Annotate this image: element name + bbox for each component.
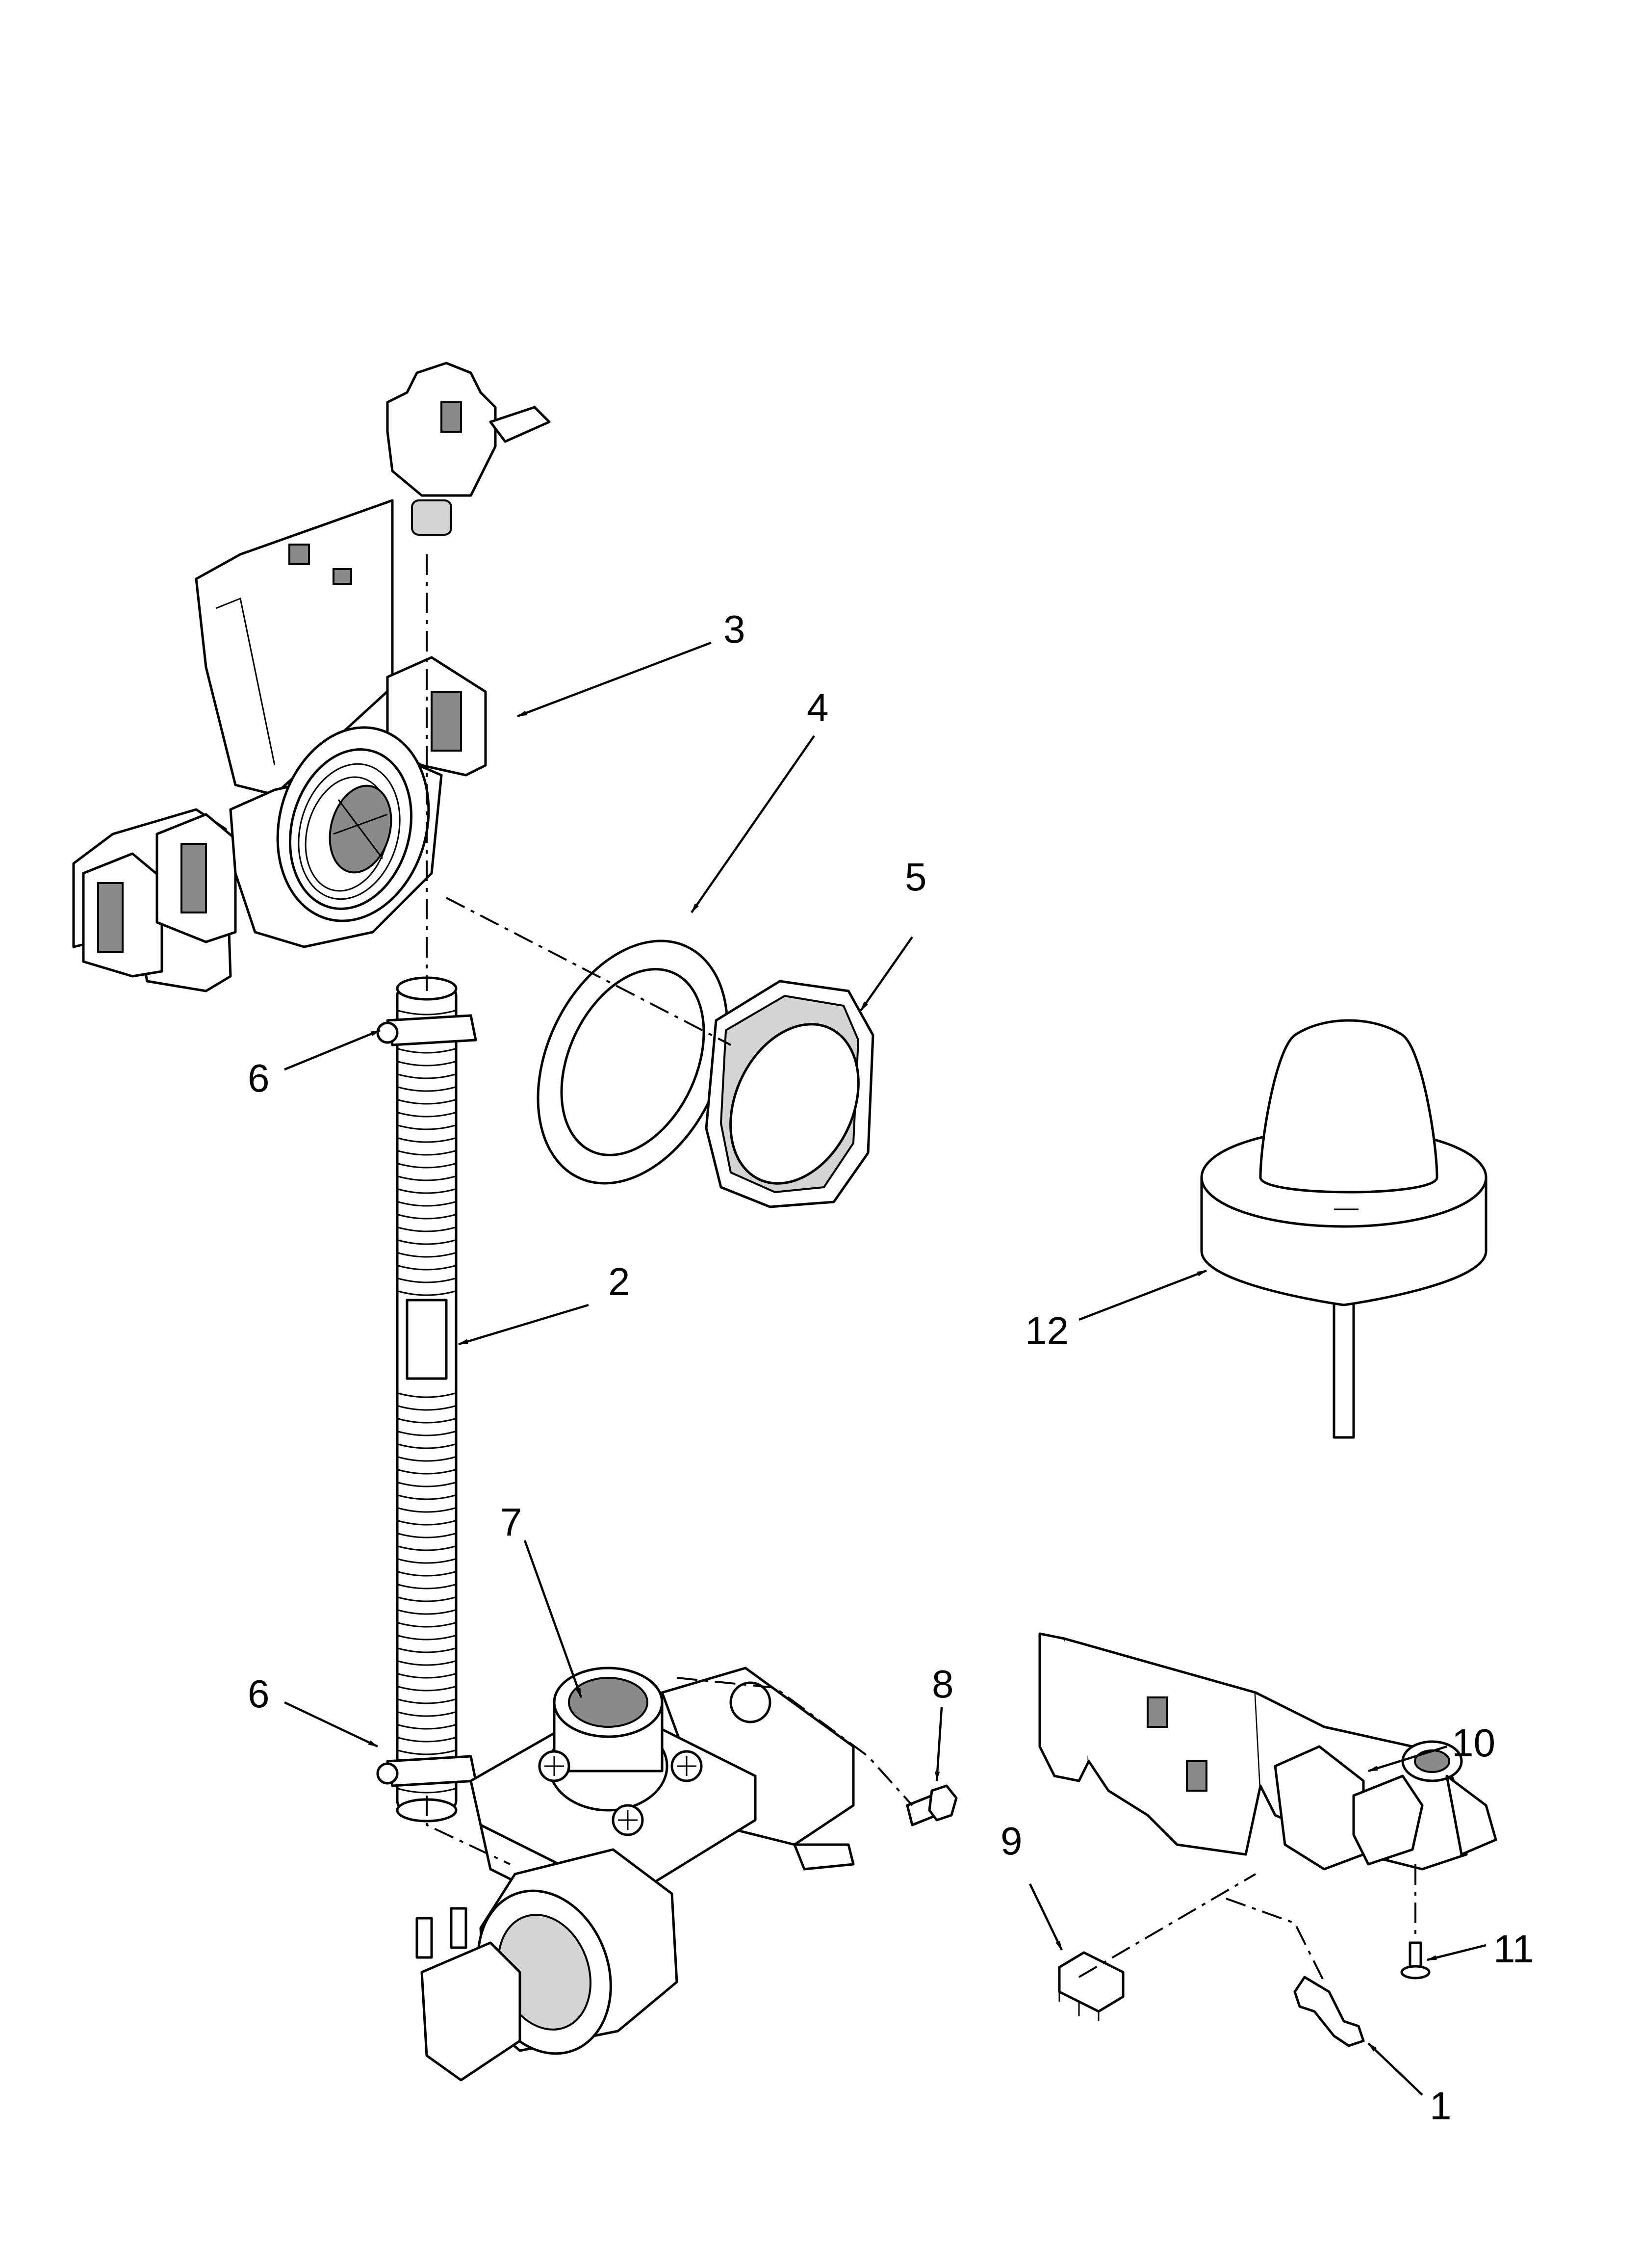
- callout-3: 3: [723, 607, 745, 651]
- part-2-hose: [396, 976, 458, 1823]
- callout-10: 10: [1452, 1721, 1495, 1765]
- callout-8: 8: [932, 1662, 954, 1706]
- part-3-housing: [72, 362, 551, 992]
- callout-12: 12: [1025, 1309, 1069, 1353]
- callout-11: 11: [1493, 1927, 1534, 1971]
- part-11-screw: [1400, 1941, 1431, 1980]
- part-5-nut: [705, 980, 874, 1208]
- part-10-bracket: [1038, 1632, 1497, 1871]
- callout-1: 1: [1430, 2084, 1452, 2128]
- leader-arrows: [284, 641, 1487, 2096]
- callout-6-upper: 6: [248, 1056, 270, 1100]
- part-1-lever: [1293, 1976, 1365, 2047]
- callout-9: 9: [1001, 1819, 1023, 1863]
- callout-5: 5: [905, 855, 927, 899]
- callouts: 3 4 5 6 2 12 7 6 8 10 9 11 1: [248, 607, 1534, 2128]
- part-8-screw: [906, 1784, 958, 1826]
- callout-2: 2: [608, 1260, 630, 1303]
- part-12-float: [1200, 1019, 1488, 1439]
- part-7-valve: [415, 1667, 855, 2082]
- part-9-switch: [1058, 1951, 1125, 2021]
- part-6-clamp-upper: [376, 1014, 477, 1046]
- callout-6-lower: 6: [248, 1672, 270, 1716]
- assembly-lines: [426, 554, 1416, 1982]
- callout-4: 4: [807, 686, 829, 730]
- part-6-clamp-lower: [376, 1755, 477, 1787]
- callout-7: 7: [500, 1500, 522, 1544]
